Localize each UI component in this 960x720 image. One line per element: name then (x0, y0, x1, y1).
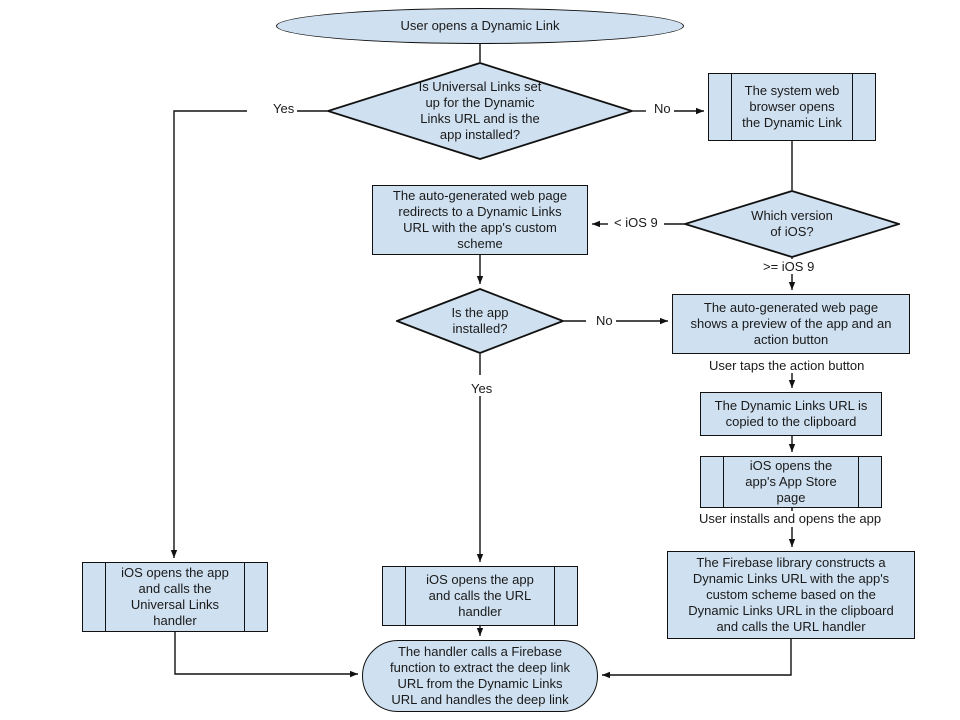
node-start[interactable]: User opens a Dynamic Link (276, 8, 684, 44)
predefined-bar-right (852, 74, 853, 140)
node-url-copied-clipboard-label: The Dynamic Links URL is copied to the c… (714, 398, 868, 429)
predefined-bar-right (244, 563, 245, 631)
node-ios-universal-links-handler[interactable]: iOS opens the app and calls the Universa… (82, 562, 268, 632)
predefined-bar-left (105, 563, 106, 631)
node-url-copied-clipboard[interactable]: The Dynamic Links URL is copied to the c… (700, 392, 882, 436)
node-auto-page-redirects[interactable]: The auto-generated web page redirects to… (372, 185, 588, 255)
edge-label-no-app-installed: No (593, 313, 616, 328)
node-system-browser-opens[interactable]: The system web browser opens the Dynamic… (708, 73, 876, 141)
edge-label-user-installs-opens-app: User installs and opens the app (696, 511, 885, 526)
predefined-bar-right (554, 567, 555, 625)
predefined-bar-left (405, 567, 406, 625)
edge-label-gte-ios9: >= iOS 9 (760, 259, 818, 274)
node-universal-links-check[interactable]: Is Universal Links set up for the Dynami… (327, 62, 633, 160)
edge-label-less-than-ios9: < iOS 9 (611, 215, 661, 230)
node-system-browser-opens-label: The system web browser opens the Dynamic… (742, 83, 842, 130)
node-ios-url-handler-label: iOS opens the app and calls the URL hand… (426, 572, 534, 619)
edge-label-yes-universal-links: Yes (270, 101, 298, 116)
node-ios-opens-app-store[interactable]: iOS opens the app's App Store page (700, 456, 882, 508)
diamond-shape (327, 62, 633, 160)
node-ios-universal-links-handler-label: iOS opens the app and calls the Universa… (121, 565, 229, 628)
edge-label-no-universal-links: No (651, 101, 674, 116)
node-ios-opens-app-store-label: iOS opens the app's App Store page (745, 458, 837, 505)
edge-label-yes-app-installed: Yes (468, 381, 496, 396)
edge-firebase-to-terminator (602, 639, 792, 679)
node-firebase-constructs-url-label: The Firebase library constructs a Dynami… (688, 555, 894, 634)
node-firebase-constructs-url[interactable]: The Firebase library constructs a Dynami… (667, 551, 915, 639)
node-which-ios-version-label: Which version of iOS? (751, 208, 833, 239)
node-auto-page-redirects-label: The auto-generated web page redirects to… (392, 188, 568, 251)
node-is-app-installed[interactable]: Is the app installed? (396, 288, 564, 354)
diamond-shape (396, 288, 564, 354)
node-which-ios-version[interactable]: Which version of iOS? (684, 190, 900, 258)
diamond-shape (684, 190, 900, 258)
node-auto-page-preview[interactable]: The auto-generated web page shows a prev… (672, 294, 910, 354)
node-start-label: User opens a Dynamic Link (400, 18, 560, 33)
node-handler-extracts-deep-link-label: The handler calls a Firebase function to… (390, 644, 570, 707)
edge-universal-yes-2 (170, 110, 247, 558)
predefined-bar-left (731, 74, 732, 140)
predefined-bar-left (723, 457, 724, 507)
node-auto-page-preview-label: The auto-generated web page shows a prev… (690, 300, 892, 347)
node-ios-url-handler[interactable]: iOS opens the app and calls the URL hand… (382, 566, 578, 626)
node-handler-extracts-deep-link[interactable]: The handler calls a Firebase function to… (362, 640, 598, 712)
edge-universal-handler-to-terminator (174, 632, 358, 678)
predefined-bar-right (858, 457, 859, 507)
edge-label-user-taps-action-button: User taps the action button (706, 358, 868, 373)
node-universal-links-check-label: Is Universal Links set up for the Dynami… (418, 79, 542, 142)
node-is-app-installed-label: Is the app installed? (451, 305, 509, 336)
